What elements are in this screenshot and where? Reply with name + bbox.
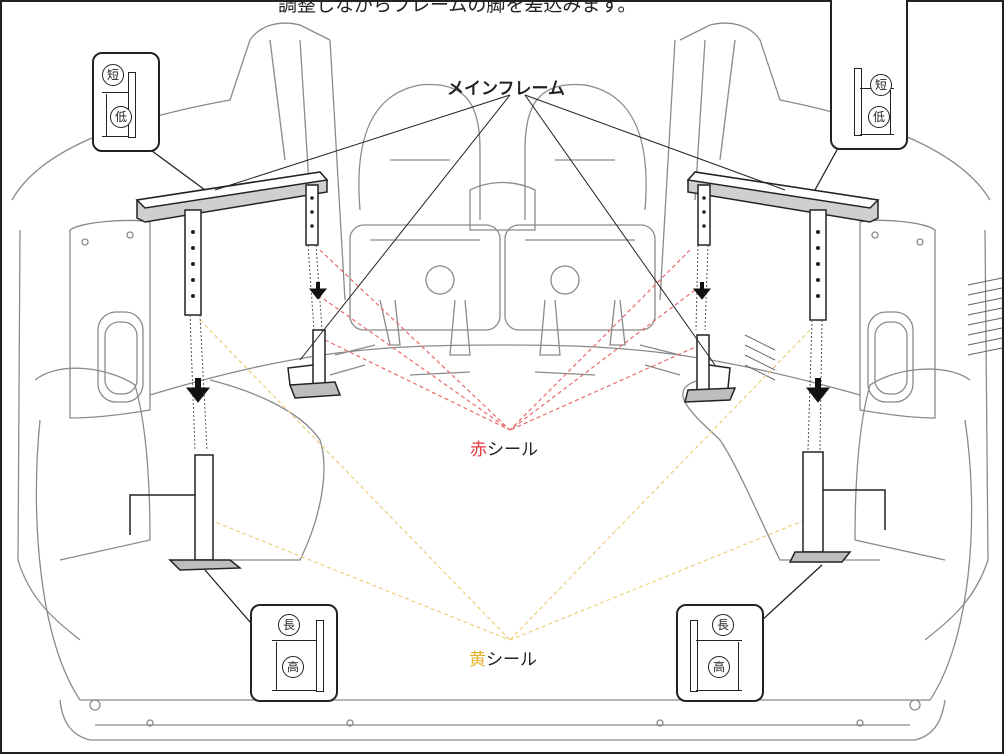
height-badge-low: 低: [868, 106, 890, 128]
dimension-line: [276, 642, 277, 690]
insert-arrows: [185, 282, 831, 403]
length-badge-long: 長: [278, 614, 300, 636]
frame-post-diagram: [690, 620, 698, 692]
length-badge-short: 短: [102, 64, 124, 86]
detail-box-top-left: 短 低: [92, 52, 160, 152]
dimension-line: [890, 90, 891, 134]
yellow-seal-suffix: シール: [486, 650, 537, 670]
right-frame: [686, 171, 880, 321]
dimension-line: [696, 690, 742, 691]
height-badge-high: 高: [282, 656, 304, 678]
detail-box-bottom-right: 長 高: [676, 604, 764, 702]
frame-post-diagram: [854, 68, 862, 136]
down-arrow-icon: [308, 288, 328, 300]
yellow-seal-color-word: 黄: [469, 650, 486, 670]
down-arrow-icon: [692, 288, 712, 300]
length-badge-long: 長: [712, 614, 734, 636]
dimension-line: [696, 640, 742, 641]
yellow-seal-leaders: [199, 319, 811, 641]
dimension-line: [738, 642, 739, 690]
dimension-line: [272, 640, 316, 641]
right-leg-bases: [684, 334, 886, 563]
frame-post-diagram: [128, 72, 136, 138]
frame-post-diagram: [316, 620, 324, 692]
height-badge-high: 高: [708, 656, 730, 678]
down-arrow-icon: [185, 387, 211, 403]
dimension-line: [272, 690, 316, 691]
dimension-line: [860, 134, 894, 135]
dimension-line: [106, 94, 107, 136]
length-badge-short: 短: [870, 74, 892, 96]
van-body: [11, 22, 1003, 741]
instruction-caption: 調整しながらフレームの脚を差込みます。: [278, 0, 637, 16]
height-badge-low: 低: [110, 106, 132, 128]
detail-box-bottom-left: 長 高: [250, 604, 338, 702]
main-frame-label: メインフレーム: [447, 79, 565, 99]
dimension-line: [102, 92, 128, 93]
left-frame: [135, 171, 329, 316]
red-seal-label: 赤シール: [470, 435, 538, 460]
left-leg-bases: [129, 329, 342, 571]
red-seal-suffix: シール: [487, 440, 538, 460]
red-seal-leaders: [317, 249, 701, 431]
down-arrow-icon: [805, 387, 831, 403]
detail-box-top-right: 短 低: [830, 0, 908, 150]
yellow-seal-label: 黄シール: [469, 645, 537, 670]
dimension-line: [102, 136, 128, 137]
red-seal-color-word: 赤: [470, 440, 487, 460]
